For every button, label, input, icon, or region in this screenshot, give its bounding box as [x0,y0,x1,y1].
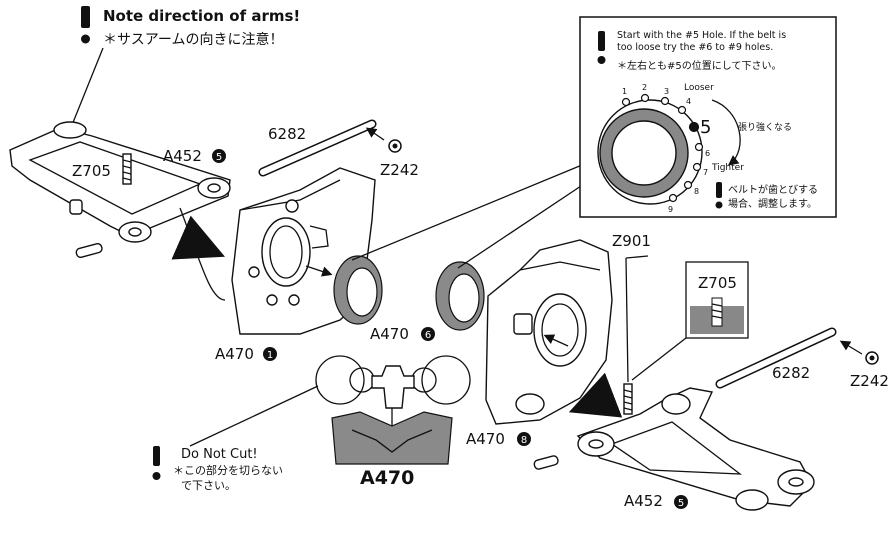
label-a470-6: A470 [370,325,409,343]
arrow-z242-left [365,127,385,141]
arrow-insert-arm-right [568,372,623,418]
hole-2 [640,93,650,103]
e-clip-left [388,139,402,153]
note-belt-en-1: Start with the #5 Hole. If the belt is [617,30,786,41]
label-z901: Z901 [612,232,651,250]
set-screw-right [623,383,633,415]
svg-text:6: 6 [425,330,431,341]
arrow-insert-arm-left [171,215,225,260]
label-a470-1: A470 [215,345,254,363]
note-do-not-cut-jp-2: で下さい。 [181,479,236,492]
hole-6 [694,142,704,152]
note-belt-en-2: too loose try the #6 to #9 holes. [617,42,773,53]
leader-do-not-cut [189,385,319,447]
pin-right-arm [533,455,559,470]
note-arms-jp: ＊サスアームの向きに注意！ [103,31,283,48]
label-6282-left: 6282 [268,125,306,143]
arrow-bearing-left [305,265,333,277]
note-arms-en: Note direction of arms! [103,7,300,25]
arrow-z242-right [839,340,863,355]
leader-inset-right [457,179,591,269]
set-screw-left [122,153,132,185]
hole-5 [688,121,700,133]
svg-text:5: 5 [216,152,222,163]
label-a452-right: A452 [624,492,663,510]
tension-arrow [711,99,741,166]
badge-a470-6: 6 [421,327,435,341]
hole-number-9: 9 [668,205,673,214]
badge-a470-8: 8 [517,432,531,446]
label-tighter: Tighter [711,163,744,173]
label-stronger-jp: 張り強くなる [738,121,792,133]
leader-set-screw-inset [631,337,687,381]
eccentric-holder-left [333,255,383,325]
label-a452-left: A452 [163,147,202,165]
label-a470-sprue: A470 [360,467,414,489]
svg-text:1: 1 [267,350,273,361]
hole-1 [621,97,631,107]
label-6282-right: 6282 [772,364,810,382]
caution-icon-belt [597,31,606,64]
badge-a452-right: 5 [674,495,688,509]
hole-number-8: 8 [694,187,699,196]
caution-icon-do-not-cut [152,446,161,480]
svg-text:8: 8 [521,435,527,446]
label-z705-right: Z705 [698,274,737,292]
badge-a452-left: 5 [212,149,226,163]
suspension-arm-right [576,387,815,511]
leader-inset-left [351,164,583,261]
hole-number-5: 5 [700,117,711,138]
note-do-not-cut-jp-1: ＊この部分を切らない [173,463,283,477]
hinge-shaft-right [715,327,837,389]
arrow-bearing-right [543,334,569,347]
parts-sprue [315,355,471,465]
hole-number-6: 6 [705,149,710,158]
caution-icon-belt-jump [715,182,723,209]
set-screw-inset [685,261,749,339]
badge-a470-1: 1 [263,347,277,361]
label-z242-right: Z242 [850,372,889,390]
hinge-shaft-left [258,119,377,177]
suspension-arm-left [9,121,231,301]
hole-8 [683,180,693,190]
eccentric-holder-right [435,261,485,331]
hole-number-1: 1 [622,87,627,96]
label-z242-left: Z242 [380,161,419,179]
hole-number-7: 7 [703,168,708,177]
hole-number-2: 2 [642,83,647,92]
hole-number-3: 3 [664,87,669,96]
hex-wrench [625,255,649,383]
note-belt-jump-jp-2: 場合、調整します。 [728,197,817,210]
leader-arms [69,47,104,131]
note-do-not-cut: Do Not Cut! [181,447,258,462]
note-belt-jp: ＊左右とも#5の位置にして下さい。 [617,59,781,72]
eccentric-ring [597,93,704,205]
label-looser: Looser [684,83,714,93]
e-clip-right [865,351,879,365]
hole-number-4: 4 [686,97,691,106]
caution-icon-arms [81,6,90,44]
label-z705-left: Z705 [72,162,111,180]
hole-3 [660,96,670,106]
bulkhead-right [485,239,613,425]
hole-7 [692,162,702,172]
svg-text:5: 5 [678,498,684,509]
hole-9 [668,193,678,203]
hole-4 [677,105,687,115]
pin-left-arm [75,242,103,258]
label-a470-8: A470 [466,430,505,448]
note-belt-jump-jp-1: ベルトが歯とびする [728,183,818,196]
